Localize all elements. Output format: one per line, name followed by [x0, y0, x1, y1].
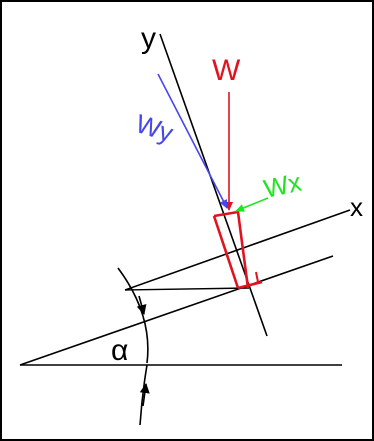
x-axis-label: x — [350, 192, 363, 222]
weight-y-vector — [157, 73, 228, 209]
x-axis-line — [124, 209, 351, 291]
box-bottom-edge — [237, 280, 263, 290]
box-on-incline — [213, 210, 250, 289]
weight-x-vector — [235, 197, 269, 212]
offset-dimension-line — [124, 287, 250, 291]
angle-arrow-upper — [136, 295, 147, 315]
angle-label: α — [111, 334, 128, 367]
weight-y-label: Wy — [132, 108, 177, 148]
weight-x-label: Wx — [261, 167, 304, 204]
incline-line — [19, 255, 334, 366]
angle-arrow-lower — [139, 383, 150, 407]
y-axis-label: y — [141, 22, 156, 55]
right-angle-tick — [255, 271, 259, 283]
angle-arc-upper — [117, 267, 149, 364]
weight-label: W — [212, 54, 241, 87]
box-left-edge — [212, 215, 240, 289]
angle-arc-lower — [139, 364, 148, 426]
